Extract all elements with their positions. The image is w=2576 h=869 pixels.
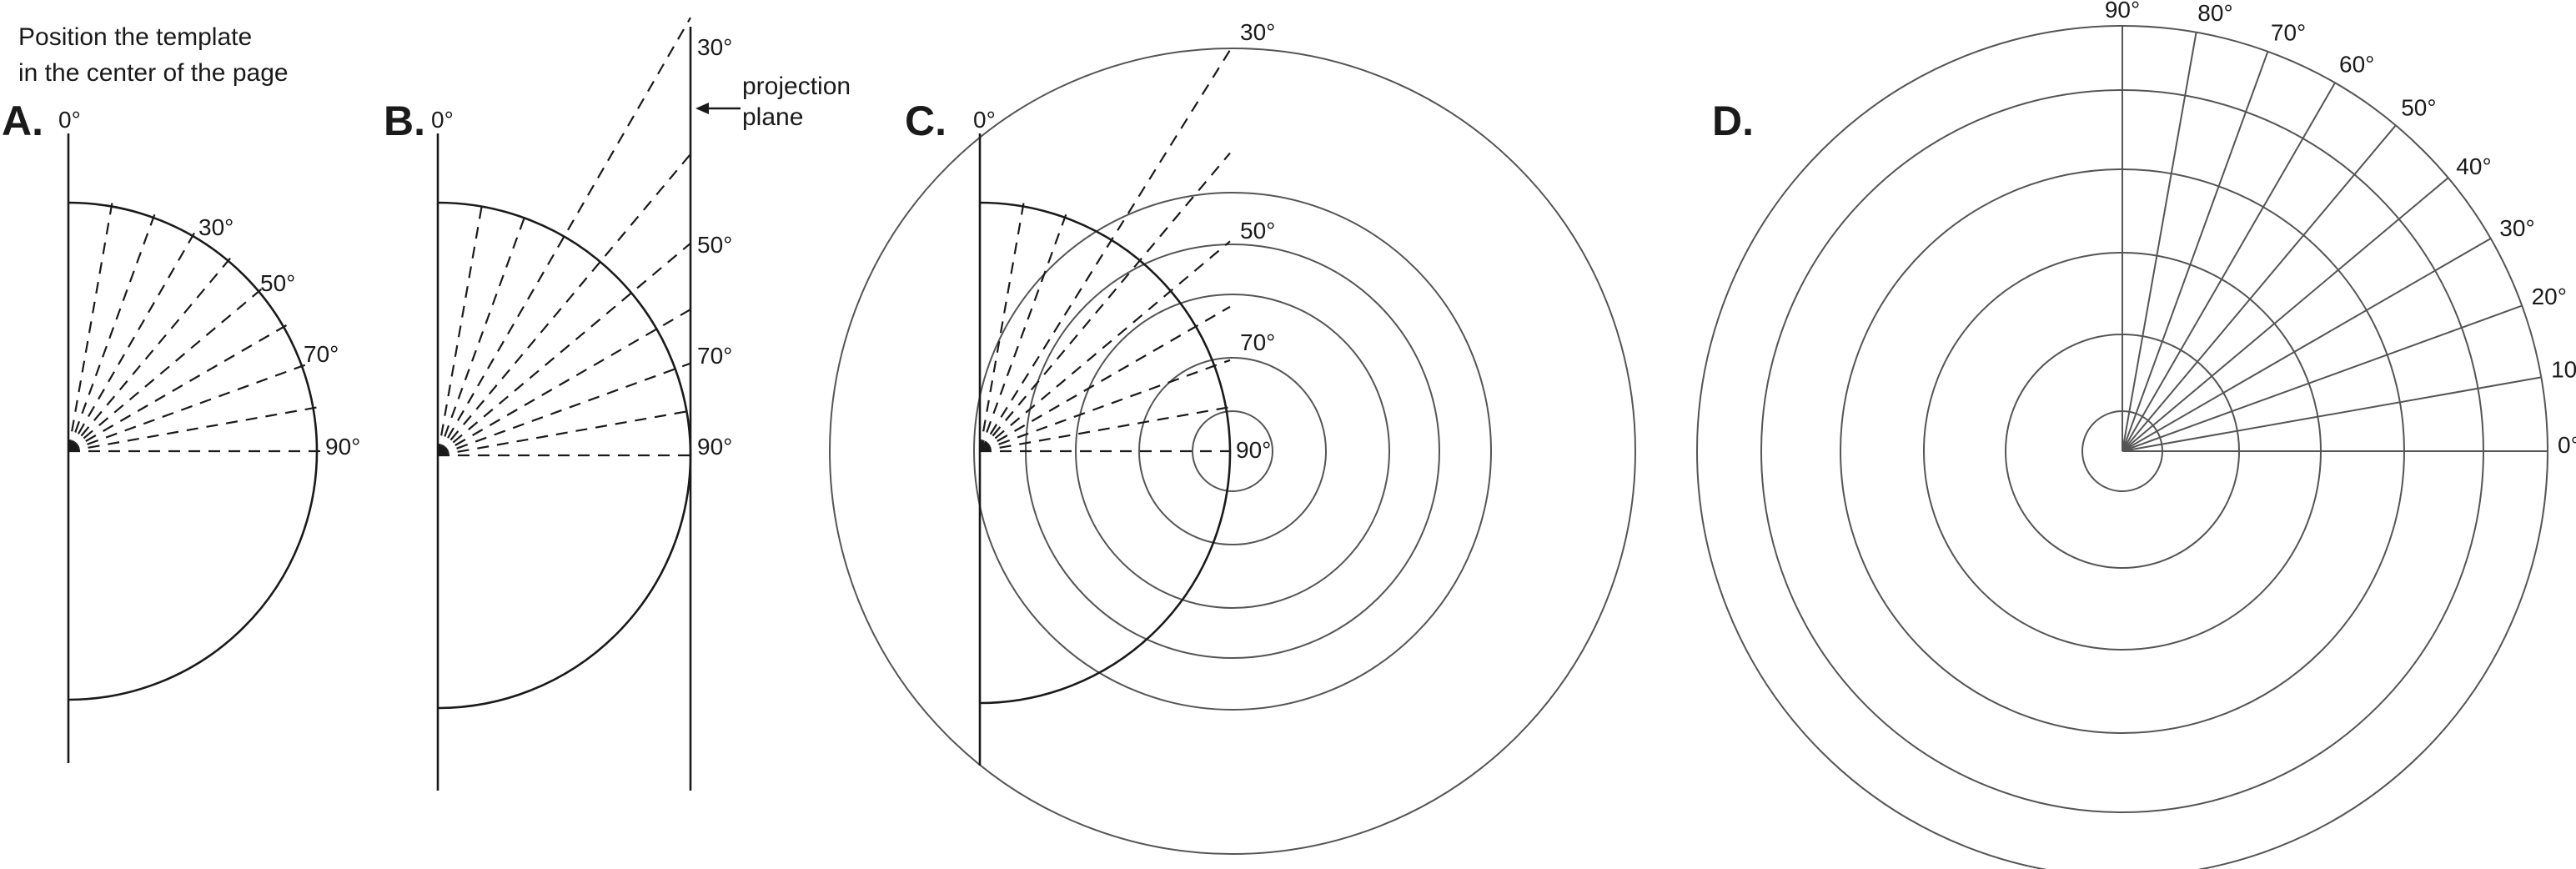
ring-c-3 xyxy=(1075,294,1390,609)
angle-label-b-50: 50° xyxy=(697,232,732,258)
angle-label-d-70: 70° xyxy=(2271,19,2306,45)
angle-label-b-70: 70° xyxy=(697,343,732,369)
panel-label-a: A. xyxy=(2,98,43,144)
concentric-rings-c xyxy=(829,48,1636,855)
angle-label-d-80: 80° xyxy=(2197,0,2232,26)
spoke-d-20 xyxy=(2122,304,2523,452)
angle-label-a-90: 90° xyxy=(325,434,360,460)
ray-a-40 xyxy=(68,254,233,452)
spoke-d-70 xyxy=(2122,51,2269,452)
ray-a-70 xyxy=(68,363,309,453)
angle-label-c-90: 90° xyxy=(1236,437,1271,463)
ray-b-70 xyxy=(437,362,691,457)
spoke-d-30 xyxy=(2122,238,2492,452)
angle-labels-d: 90° 80° 70° 60° 50° 40° 30° 20° 10° 0° xyxy=(2105,0,2576,458)
ray-c-10 xyxy=(978,198,1026,452)
ring-c-2 xyxy=(1138,357,1327,545)
plane-label-line-2: plane xyxy=(742,103,803,131)
spoke-d-40 xyxy=(2122,177,2449,452)
ray-c-20 xyxy=(978,209,1069,452)
ray-a-60 xyxy=(68,323,290,452)
plane-arrow-head-icon xyxy=(695,103,709,114)
angle-label-d-60: 60° xyxy=(2339,52,2374,78)
panel-b: B. projection plane 0° 30° 50° 70° 90° xyxy=(384,17,851,791)
ray-a-20 xyxy=(67,211,157,452)
instruction-line-1: Position the template xyxy=(18,23,252,51)
angle-label-b-0: 0° xyxy=(431,107,454,133)
ray-b-60 xyxy=(437,309,691,456)
ray-a-30 xyxy=(68,229,197,452)
ray-c-50 xyxy=(979,240,1231,452)
angle-label-c-30: 30° xyxy=(1240,19,1275,45)
plane-label-line-1: projection xyxy=(742,73,851,100)
angle-label-d-10: 10° xyxy=(2551,357,2576,383)
spoke-d-50 xyxy=(2122,124,2397,452)
spoke-d-60 xyxy=(2122,82,2336,452)
ray-c-70 xyxy=(979,359,1231,453)
angle-label-a-0: 0° xyxy=(58,107,81,133)
ray-b-10 xyxy=(436,199,485,456)
ray-b-80 xyxy=(437,409,691,457)
angle-label-a-30: 30° xyxy=(198,214,233,240)
angle-label-d-0: 0° xyxy=(2558,432,2576,458)
panel-a: A. 0° 30° 50° 70° 90° xyxy=(2,98,360,763)
panel-label-b: B. xyxy=(384,98,425,144)
ring-c-5 xyxy=(973,192,1492,711)
ray-group-b xyxy=(436,17,691,457)
angle-label-c-50: 50° xyxy=(1240,218,1275,244)
angle-label-d-90: 90° xyxy=(2105,0,2140,23)
ring-c-1 xyxy=(1192,410,1273,492)
ray-a-10 xyxy=(67,199,114,452)
hemisphere-arc-c xyxy=(979,201,1232,705)
angle-label-c-0: 0° xyxy=(973,107,996,133)
ray-group-c xyxy=(978,49,1231,453)
angle-label-b-90: 90° xyxy=(697,434,732,460)
angle-label-a-50: 50° xyxy=(260,270,295,296)
ray-b-50 xyxy=(437,242,691,456)
ray-a-80 xyxy=(68,405,320,453)
ray-c-80 xyxy=(979,406,1231,453)
instruction-line-2: in the center of the page xyxy=(18,59,289,87)
ray-c-40 xyxy=(979,152,1231,452)
ray-c-60 xyxy=(979,305,1231,452)
panel-label-d: D. xyxy=(1712,98,1754,144)
angle-label-c-70: 70° xyxy=(1240,329,1275,355)
ray-b-20 xyxy=(436,211,528,456)
ray-b-30 xyxy=(437,17,691,456)
ray-group-a xyxy=(67,199,324,453)
spoke-d-10 xyxy=(2122,376,2542,452)
angle-label-b-30: 30° xyxy=(697,34,732,60)
ray-group-d xyxy=(2122,26,2548,452)
angle-label-a-70: 70° xyxy=(304,341,339,367)
hemisphere-arc-b xyxy=(437,201,692,710)
panel-c: C. 0° 30° 50° 70° 90° xyxy=(829,19,1636,855)
angle-label-d-20: 20° xyxy=(2532,284,2567,309)
panel-label-c: C. xyxy=(905,98,947,144)
spoke-d-80 xyxy=(2122,32,2197,452)
panel-d: D. 90° 80° 70° 60° 50° 40° 30° 20° 10° 0° xyxy=(1696,0,2576,869)
ray-a-50 xyxy=(68,286,265,452)
angle-label-d-30: 30° xyxy=(2499,215,2534,241)
ray-b-40 xyxy=(437,153,691,456)
angle-label-d-40: 40° xyxy=(2456,153,2491,179)
ring-c-6 xyxy=(829,48,1636,855)
angle-label-d-50: 50° xyxy=(2401,95,2436,121)
